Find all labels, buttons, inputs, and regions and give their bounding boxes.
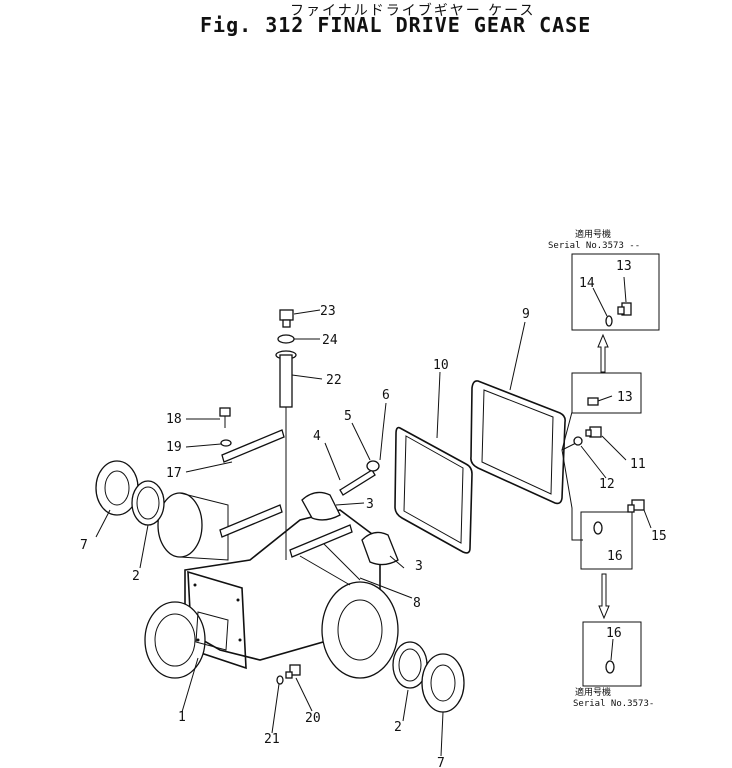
callout-17: 17 (166, 466, 182, 481)
callout-18: 18 (166, 412, 182, 427)
seal-7-right (421, 653, 465, 713)
washer-24 (277, 334, 295, 344)
plug-16 (593, 521, 603, 535)
serial-bottom-label: Serial No.3573- (573, 699, 654, 709)
callout-19: 19 (166, 440, 182, 455)
callout-4: 4 (313, 429, 321, 444)
arrow-up (597, 333, 609, 373)
callout-21: 21 (264, 732, 280, 747)
callout-8: 8 (413, 596, 421, 611)
callout-20: 20 (305, 711, 321, 726)
callout-9: 9 (522, 307, 530, 322)
leader-lines (95, 309, 652, 757)
callout-13-top: 13 (616, 259, 632, 274)
callout-1: 1 (178, 710, 186, 725)
callout-7-right: 7 (437, 756, 445, 768)
serial-variant-top-box: 適用号機 Serial No.3573 -- (548, 228, 660, 331)
washer-12 (573, 436, 583, 446)
washer-19 (220, 439, 232, 447)
arrow-down (598, 573, 610, 620)
callout-6: 6 (382, 388, 390, 403)
callout-11: 11 (630, 457, 646, 472)
callout-10: 10 (433, 358, 449, 373)
detail-box-middle (571, 372, 642, 414)
nut-5 (366, 460, 380, 472)
callout-15: 15 (651, 529, 667, 544)
callout-22: 22 (326, 373, 342, 388)
bracket-3-lower (361, 531, 399, 566)
callout-12: 12 (599, 477, 615, 492)
gasket-10 (394, 426, 473, 554)
serial-variant-bottom-box: 適用号機 Serial No.3573- (573, 621, 654, 709)
callout-14: 14 (579, 276, 595, 291)
plug-23 (279, 309, 294, 328)
callout-16-bottom: 16 (606, 626, 622, 641)
callout-7-left: 7 (80, 538, 88, 553)
bolt-18 (219, 407, 231, 428)
callout-5: 5 (344, 409, 352, 424)
serial-top-japanese: 適用号機 (575, 228, 611, 240)
detail-box-bottom (582, 621, 642, 687)
callout-labels: 23 24 22 18 19 17 4 5 6 10 9 3 3 8 7 2 1… (80, 259, 667, 768)
cover-9 (470, 380, 566, 505)
bracket-3-upper (301, 491, 341, 521)
callout-3-lower: 3 (415, 559, 423, 574)
oring-14-detail (592, 287, 613, 327)
bracket-17 (219, 429, 353, 558)
serial-bottom-japanese: 適用号機 (575, 686, 611, 698)
callout-13-middle: 13 (617, 390, 633, 405)
plug-13-detail (617, 276, 632, 316)
ring-2-left (131, 480, 165, 526)
callout-3-upper: 3 (366, 497, 374, 512)
oring-16-detail (605, 660, 615, 674)
plug-15 (627, 499, 645, 513)
washer-21 (276, 675, 284, 685)
final-drive-case-1 (144, 492, 399, 679)
pin-22 (275, 350, 297, 560)
callout-23: 23 (320, 304, 336, 319)
callout-2-right: 2 (394, 720, 402, 735)
callout-2-left: 2 (132, 569, 140, 584)
pin-6 (379, 429, 384, 461)
seal-7-left (95, 460, 139, 516)
figure-title: Fig. 312 FINAL DRIVE GEAR CASE (200, 13, 592, 37)
plug-11 (585, 426, 602, 438)
callout-24: 24 (322, 333, 338, 348)
plug-13 (587, 395, 613, 406)
bolt-20 (285, 664, 301, 679)
detail-box-top (571, 253, 660, 331)
stud-4 (339, 469, 376, 496)
serial-top-label: Serial No.3573 -- (548, 241, 640, 251)
figure-title-japanese: ファイナルドライブギヤー ケース (290, 3, 536, 19)
callout-16-middle: 16 (607, 549, 623, 564)
